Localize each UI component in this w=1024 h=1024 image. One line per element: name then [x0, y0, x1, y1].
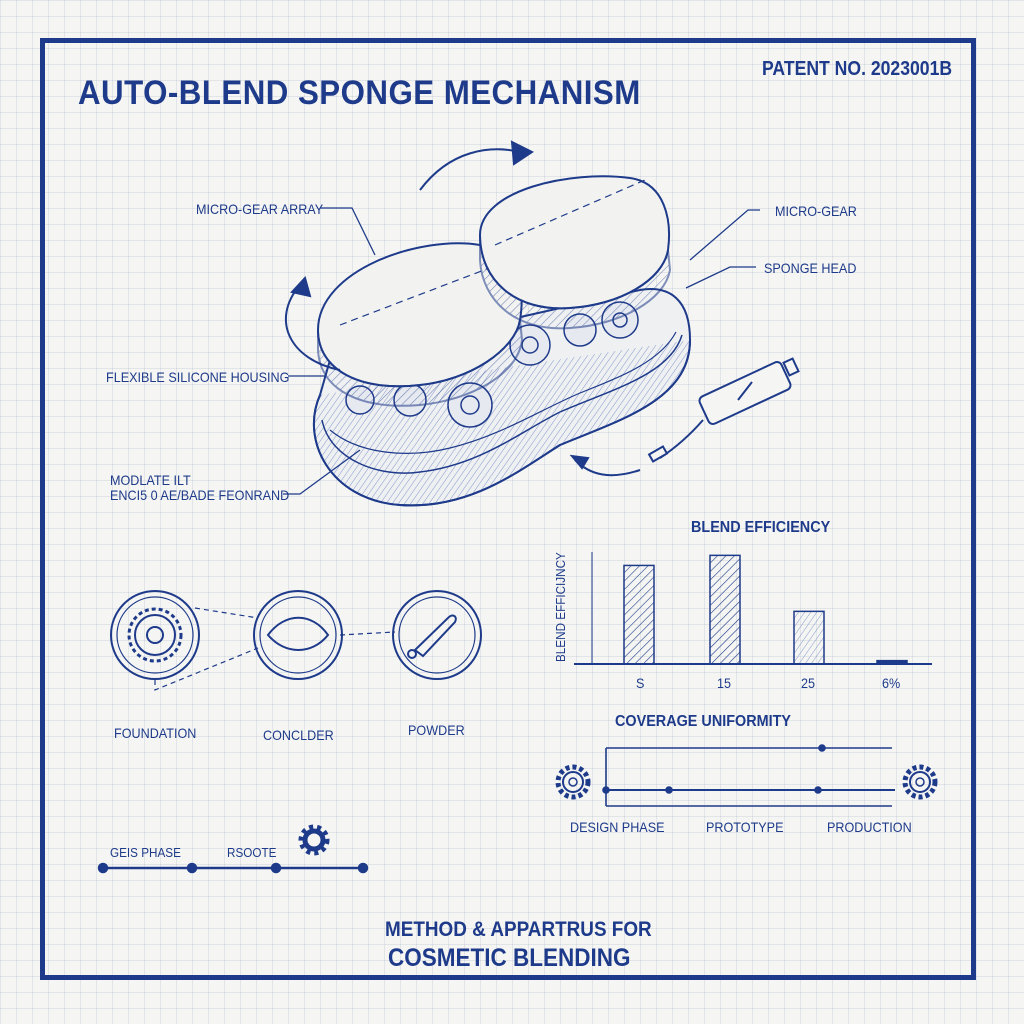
mode-label-foundation: FOUNDATION: [114, 725, 197, 741]
timeline-gear-icon: [298, 824, 330, 856]
coverage-stage-production: PRODUCTION: [827, 819, 912, 835]
chart-xtick-3: 6%: [882, 675, 901, 691]
mode-label-concealer: CONCLDER: [263, 727, 334, 743]
gear-icon: [134, 614, 176, 656]
mode-connectors: [154, 607, 396, 691]
callout-module-line2: ENCI5 0 AE/BADE FEONRAND: [110, 487, 290, 503]
coverage-title: COVERAGE UNIFORMITY: [615, 713, 792, 730]
chart-xtick-1: 15: [717, 675, 732, 691]
blend-efficiency-chart: [574, 552, 932, 665]
lens-icon: [266, 616, 330, 651]
coverage-gear-icon-right: [902, 764, 938, 800]
chart-xtick-2: 25: [801, 675, 816, 691]
callout-flexible-housing: FLEXIBLE SILICONE HOUSING: [106, 369, 290, 385]
chart-xtick-0: S: [636, 675, 645, 691]
blueprint-frame: [40, 38, 976, 980]
chart-bar-3: [876, 659, 908, 665]
callout-module-line1: MODLATE ILT: [110, 472, 191, 488]
timeline-label-rsoote: RSOOTE: [227, 845, 277, 860]
brush-icon: [413, 614, 457, 658]
rotation-arrows: [284, 140, 641, 477]
footer-line2: COSMETIC BLENDING: [388, 944, 631, 972]
powder-mode-circle: [392, 590, 482, 680]
chart-title: BLEND EFFICIENCY: [691, 519, 831, 536]
callout-sponge-head: SPONGE HEAD: [764, 260, 857, 276]
callout-micro-gear: MICRO-GEAR: [775, 203, 857, 219]
timeline-label-phase: GEIS PHASE: [110, 845, 181, 860]
footer-line1: METHOD & APPARTRUS FOR: [385, 918, 652, 941]
callout-micro-gear-array: MICRO-GEAR ARRAY: [196, 201, 324, 217]
chart-bar-0: [623, 564, 655, 665]
chart-bar-1: [709, 554, 741, 665]
coverage-stage-design: DESIGN PHASE: [570, 819, 665, 835]
mode-label-powder: POWDER: [408, 722, 465, 738]
coverage-gear-icon-left: [555, 764, 591, 800]
chart-ylabel: BLEND EFFICIJNCY: [553, 552, 568, 662]
coverage-timeline: [602, 744, 895, 807]
battery-icon: [647, 357, 800, 463]
callout-leaders: [283, 207, 760, 495]
sponge-device-illustration: [312, 175, 692, 507]
patent-number: PATENT NO. 2023001B: [762, 58, 953, 80]
page-title: AUTO-BLEND SPONGE MECHANISM: [78, 74, 641, 112]
chart-bar-2: [793, 610, 825, 665]
timeline-left-line: [97, 862, 369, 874]
mode-icons: [110, 590, 482, 680]
foundation-mode-circle: [110, 590, 200, 680]
coverage-stage-prototype: PROTOTYPE: [706, 819, 784, 835]
